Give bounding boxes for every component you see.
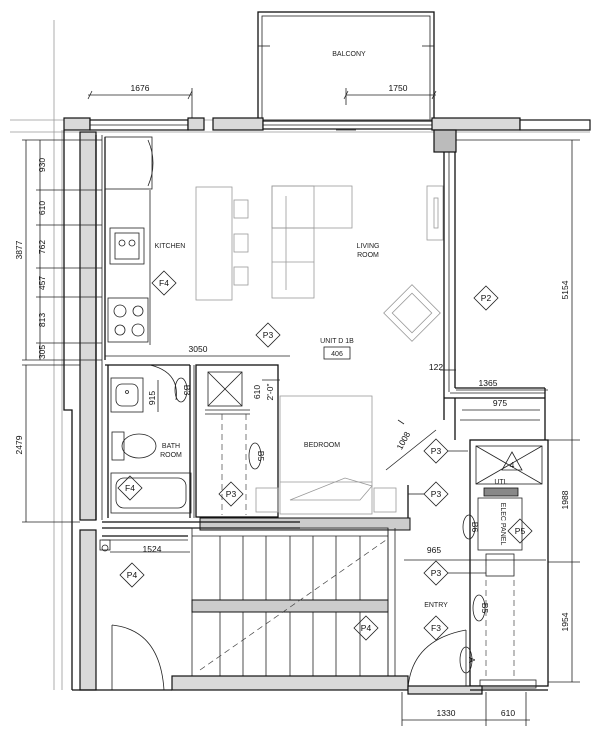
dim-3050-line: 3050 <box>105 344 290 357</box>
tag-b5-closet: B5 <box>248 442 266 470</box>
tag-b3-text: B3 <box>182 385 192 396</box>
tag-p4-stair-text: P4 <box>361 623 372 633</box>
top-dimensions: 1676 1750 <box>87 83 437 118</box>
stair <box>191 527 396 677</box>
kitchen: KITCHEN <box>104 136 186 360</box>
unit-number: 406 <box>331 351 343 358</box>
top-wall <box>10 117 591 153</box>
dim-975: 975 <box>493 398 507 408</box>
tag-p3-closet: P3 <box>218 481 244 507</box>
tag-p2-text: P2 <box>481 293 492 303</box>
tag-f4-bath-text: F4 <box>125 483 135 493</box>
tag-p4-lower: P4 <box>119 562 145 588</box>
bedroom: BEDROOM 1008 <box>255 395 437 520</box>
living-label-2: ROOM <box>357 252 379 259</box>
tag-a-text: A <box>467 657 477 663</box>
tag-a: A <box>459 646 477 674</box>
bottom-dimensions: 1330 610 <box>401 692 530 726</box>
tag-b5-entry-text: B5 <box>480 603 490 614</box>
elec-panel-label: ELEC PANEL <box>499 503 506 546</box>
tag-f4-bath: F4 <box>117 475 143 501</box>
dim-bottom-1330: 1330 <box>437 708 456 718</box>
dim-bottom-610: 610 <box>501 708 515 718</box>
kitchen-label: KITCHEN <box>155 243 186 250</box>
utility-closet: UTL ELEC PANEL 965 <box>404 439 549 689</box>
dim-left-762: 762 <box>37 240 47 254</box>
tag-p3-entry: P3 <box>423 560 486 586</box>
left-dimensions: 930 610 762 457 813 305 3877 2479 <box>14 139 102 523</box>
dim-right-1954: 1954 <box>560 612 570 631</box>
dim-915: 915 <box>147 391 157 405</box>
tag-p3-living-text: P3 <box>263 330 274 340</box>
living-label-1: LIVING <box>357 243 380 250</box>
dim-top-left: 1676 <box>131 83 150 93</box>
unit-title: UNIT D 1B <box>320 338 354 345</box>
tag-b5-closet-text: B5 <box>256 451 266 462</box>
right-wall <box>443 152 546 440</box>
tag-p3-utl: P3 <box>423 438 468 464</box>
dim-965: 965 <box>427 545 441 555</box>
dim-left-457: 457 <box>37 276 47 290</box>
tag-p3-utl-text: P3 <box>431 446 442 456</box>
bottom-wall: 1524 ENTRY <box>72 535 548 695</box>
dim-top-right: 1750 <box>389 83 408 93</box>
dim-3050: 3050 <box>189 344 208 354</box>
dim-1008: 1008 <box>394 430 412 452</box>
tag-four-text: 4 <box>510 460 515 470</box>
dim-closet-2-0: 2'-0" <box>265 384 275 401</box>
left-wall <box>53 20 103 691</box>
tag-p3-bed: P3 <box>408 481 449 507</box>
tag-p4-lower-text: P4 <box>127 570 138 580</box>
tag-four: 4 <box>501 451 523 471</box>
tag-p3-bed-text: P3 <box>431 489 442 499</box>
tag-b6-text: B6 <box>470 522 480 533</box>
bedroom-label: BEDROOM <box>304 442 340 449</box>
tag-p4-stair: P4 <box>353 615 379 641</box>
tag-b5-entry: B5 <box>472 594 490 622</box>
tag-p5-text: P5 <box>515 526 526 536</box>
tag-b3: B3 <box>174 377 192 403</box>
bath-label-1: BATH <box>162 443 180 450</box>
closet: 610 2'-0" <box>195 364 280 518</box>
dim-left-813: 813 <box>37 313 47 327</box>
dim-closet-610: 610 <box>252 385 262 399</box>
entry-label: ENTRY <box>424 602 448 609</box>
dim-1365: 1365 <box>479 378 498 388</box>
bathroom: BATH ROOM 915 <box>105 364 195 518</box>
tag-p3-closet-text: P3 <box>226 489 237 499</box>
dim-left-3877: 3877 <box>14 240 24 259</box>
dim-left-610: 610 <box>37 201 47 215</box>
living-furniture <box>271 185 444 342</box>
tag-f3: F3 <box>423 615 449 641</box>
dim-right-5154: 5154 <box>560 280 570 299</box>
dim-left-930: 930 <box>37 158 47 172</box>
utl-label: UTL <box>494 479 507 486</box>
unit-number-box <box>323 346 351 360</box>
kitchen-island <box>195 186 249 301</box>
tag-f4-kitchen-text: F4 <box>159 278 169 288</box>
dim-left-2479: 2479 <box>14 435 24 454</box>
bath-label-2: ROOM <box>160 452 182 459</box>
tag-p3-entry-text: P3 <box>431 568 442 578</box>
dim-1524: 1524 <box>143 544 162 554</box>
tag-f3-text: F3 <box>431 623 441 633</box>
tag-p3-living: P3 <box>255 322 281 348</box>
right-dimensions: 5154 1988 1954 122 1365 975 <box>429 139 580 683</box>
tag-p5: P5 <box>507 518 533 544</box>
dim-122: 122 <box>429 362 443 372</box>
tag-f4-kitchen: F4 <box>151 270 177 296</box>
tag-p2: P2 <box>473 285 499 311</box>
balcony-label: BALCONY <box>332 51 366 58</box>
tag-b6: B6 <box>462 514 480 540</box>
dim-left-305: 305 <box>37 345 47 359</box>
dim-right-1988: 1988 <box>560 490 570 509</box>
